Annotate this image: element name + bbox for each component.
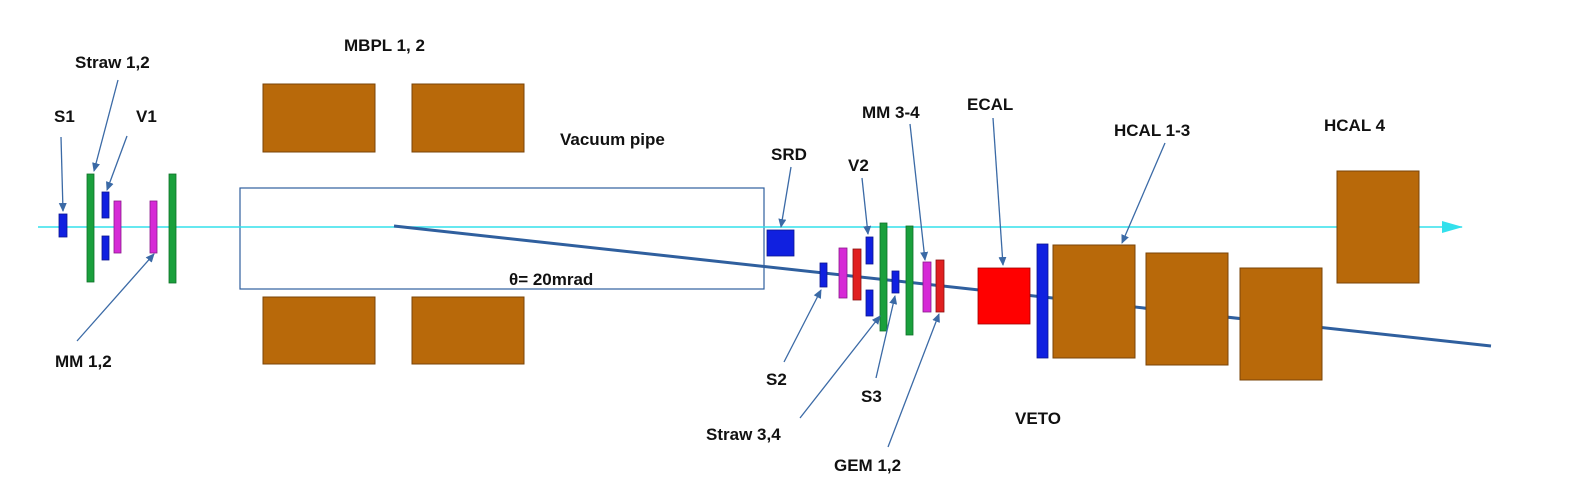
- veto-v1-bottom: [101, 235, 110, 261]
- pointer-v1: [106, 135, 128, 191]
- label-srd: SRD: [771, 145, 807, 164]
- gem-2: [935, 259, 945, 313]
- label-hcal4: HCAL 4: [1324, 116, 1386, 135]
- straw-2: [168, 173, 177, 284]
- pointer-v2: [861, 177, 872, 235]
- magnet-mbpl-1-top: [262, 83, 376, 153]
- label-straw12: Straw 1,2: [75, 53, 150, 72]
- veto-counter: [1036, 243, 1049, 359]
- label-v2: V2: [848, 156, 869, 175]
- pointer-mm34: [909, 123, 929, 261]
- veto-v2-bottom: [865, 289, 874, 317]
- veto-v1-top: [101, 191, 110, 219]
- scintillator-s1: [58, 213, 68, 238]
- vacuum-pipe: [239, 187, 765, 290]
- hcal-1: [1052, 244, 1136, 359]
- magnet-mbpl-2-bottom: [411, 296, 525, 365]
- scintillator-s2: [819, 262, 828, 288]
- srd-detector: [766, 229, 795, 257]
- veto-v2-top: [865, 236, 874, 265]
- pointer-s3: [875, 295, 898, 379]
- label-veto: VETO: [1015, 409, 1061, 428]
- label-s3: S3: [861, 387, 882, 406]
- scintillator-s3: [891, 270, 900, 294]
- label-straw34: Straw 3,4: [706, 425, 781, 444]
- pointer-hcal13: [1121, 142, 1166, 244]
- label-angle: θ= 20mrad: [509, 270, 593, 289]
- pointer-s1: [58, 136, 67, 212]
- micromegas-mm4: [922, 261, 932, 313]
- label-s2: S2: [766, 370, 787, 389]
- label-vacuum-pipe: Vacuum pipe: [560, 130, 665, 149]
- hcal-3: [1239, 267, 1323, 381]
- label-v1: V1: [136, 107, 157, 126]
- label-mm34: MM 3-4: [862, 103, 920, 122]
- gem-1: [852, 248, 862, 301]
- pointer-ecal: [992, 117, 1007, 266]
- pointer-gem12: [887, 313, 940, 448]
- label-mm12: MM 1,2: [55, 352, 112, 371]
- magnet-mbpl-2-top: [411, 83, 525, 153]
- label-s1: S1: [54, 107, 75, 126]
- hcal-4: [1336, 170, 1420, 284]
- label-gem12: GEM 1,2: [834, 456, 901, 475]
- magnet-mbpl-1-bottom: [262, 296, 376, 365]
- pointer-srd: [778, 166, 792, 228]
- straw-4: [905, 225, 914, 336]
- label-ecal: ECAL: [967, 95, 1013, 114]
- pointer-straw34: [799, 315, 881, 419]
- micromegas-mm3: [838, 247, 848, 299]
- label-mbpl: MBPL 1, 2: [344, 36, 425, 55]
- ecal: [977, 267, 1031, 325]
- micromegas-mm1: [113, 200, 122, 254]
- label-hcal13: HCAL 1-3: [1114, 121, 1190, 140]
- pointer-s2: [783, 289, 822, 363]
- hcal-2: [1145, 252, 1229, 366]
- straw-3: [879, 222, 888, 332]
- straw-1: [86, 173, 95, 283]
- pointer-mm12: [76, 253, 155, 342]
- micromegas-mm2: [149, 200, 158, 254]
- pointer-straw12: [92, 79, 119, 172]
